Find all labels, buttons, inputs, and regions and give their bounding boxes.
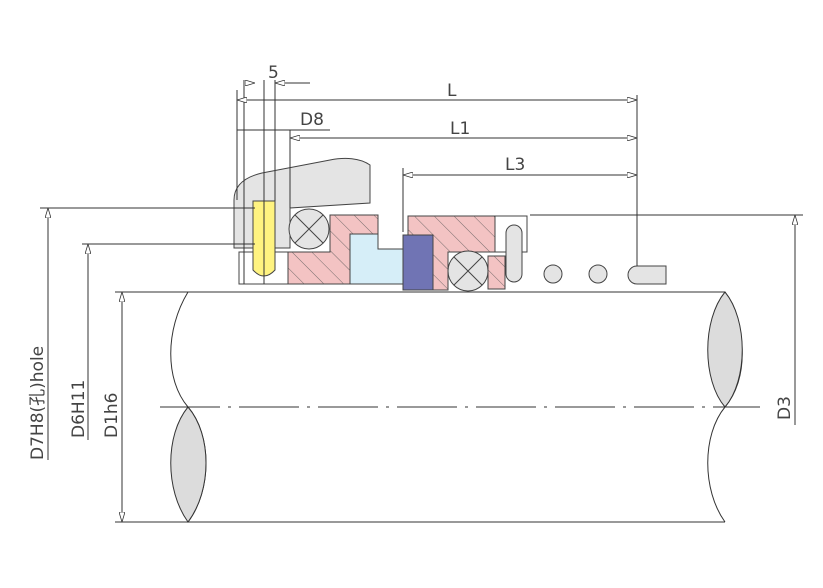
spring-coil-2 [588, 264, 608, 284]
shaft [120, 291, 760, 523]
spring-clip [505, 224, 523, 283]
dim-D6-label: D6H11 [69, 380, 89, 438]
insert [349, 233, 404, 285]
dim-D3-label: D3 [775, 396, 795, 420]
seal-assembly [233, 80, 667, 292]
spring-end [627, 265, 667, 285]
dim-D8-label: D8 [300, 110, 324, 130]
dim-L-label: L [447, 81, 457, 101]
spring-coil-1 [543, 264, 563, 284]
dim-L1-label: L1 [450, 119, 470, 139]
dim-D1-label: D1h6 [102, 393, 122, 439]
dim-D7-label: D7H8(孔)hole [28, 346, 48, 460]
dim-L3-label: L3 [505, 155, 525, 175]
dimensions: 5 L D8 L1 L3 D7H8(孔)hole D6H11 D1h6 D3 [28, 63, 803, 523]
rotating-face [402, 234, 434, 291]
dim-5-label: 5 [268, 63, 279, 83]
